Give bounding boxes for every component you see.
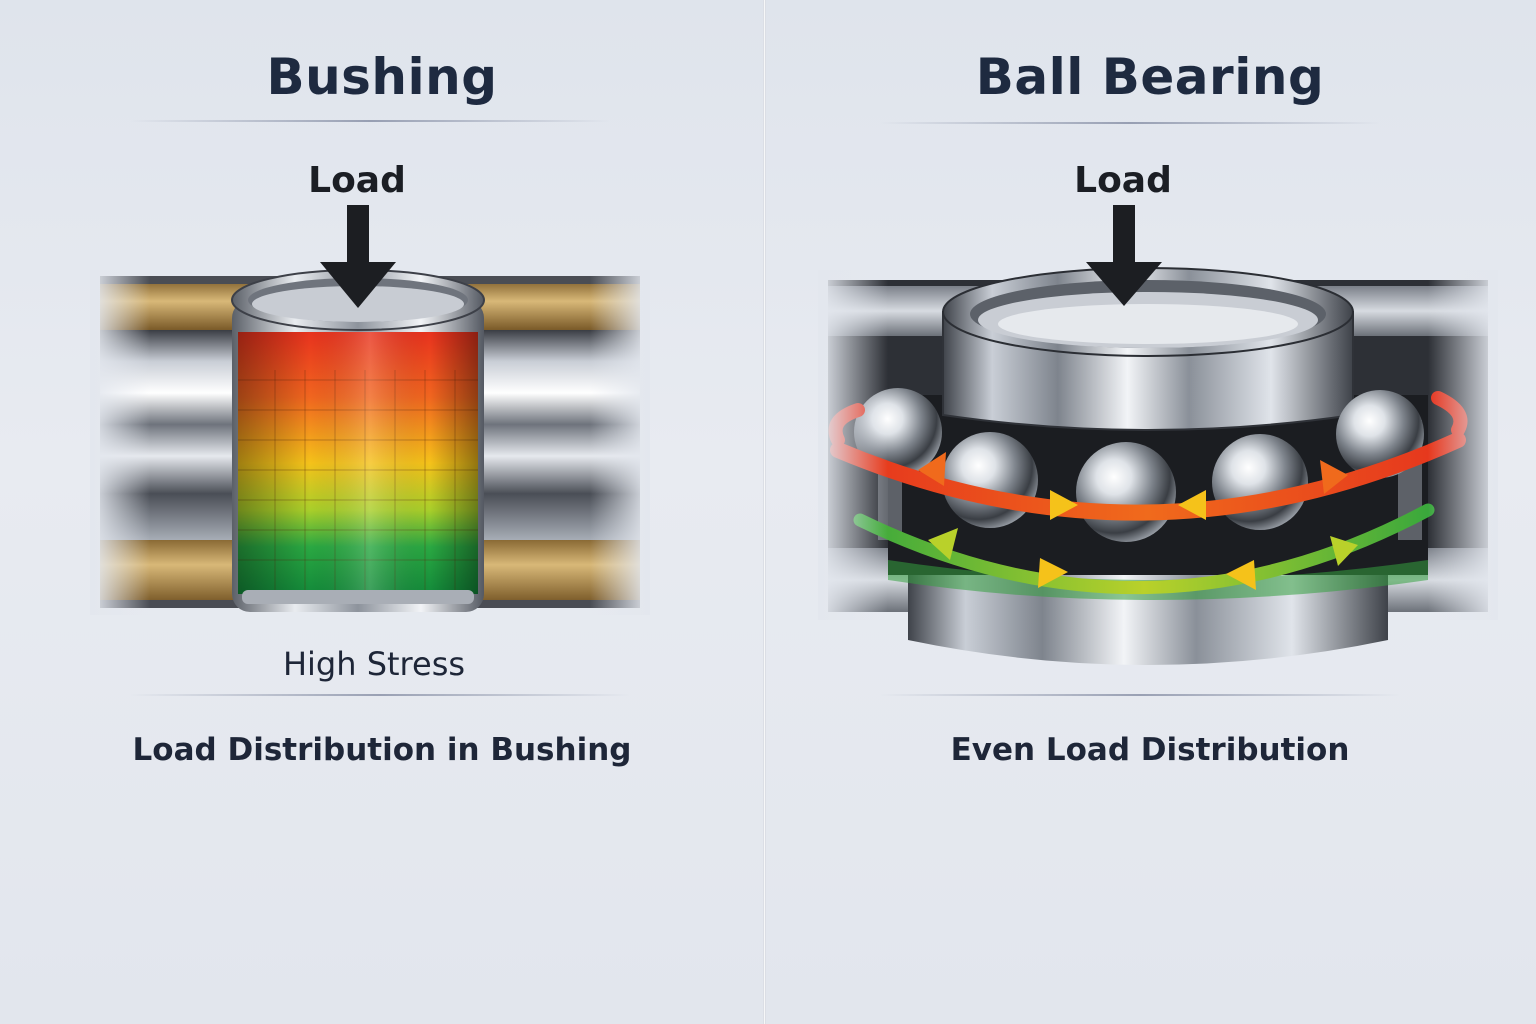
bushing-load-arrow <box>320 205 396 308</box>
bearing-panel: Ball Bearing Load <box>768 0 1532 1024</box>
bearing-load-label: Load <box>1074 160 1172 201</box>
bushing-panel: Bushing Load <box>0 0 764 1024</box>
bearing-title-rule <box>880 122 1380 124</box>
bushing-title-rule <box>130 120 610 122</box>
bearing-title: Ball Bearing <box>975 48 1325 106</box>
bushing-caption: Load Distribution in Bushing <box>132 732 632 768</box>
bushing-illustration <box>90 205 650 615</box>
lower-load-arrow-band <box>853 503 1435 595</box>
panel-divider <box>763 0 766 1024</box>
bearing-caption-rule <box>880 694 1400 696</box>
bushing-caption-rule <box>130 694 630 696</box>
bushing-load-label: Load <box>308 160 406 201</box>
ball <box>942 432 1038 528</box>
high-stress-label: High Stress <box>282 645 466 683</box>
ball <box>1212 434 1308 530</box>
bearing-load-arrow <box>1086 205 1162 306</box>
bushing-title: Bushing <box>266 48 498 106</box>
bearing-illustration <box>818 205 1498 665</box>
ball <box>1076 442 1176 542</box>
bearing-caption: Even Load Distribution <box>950 732 1350 768</box>
